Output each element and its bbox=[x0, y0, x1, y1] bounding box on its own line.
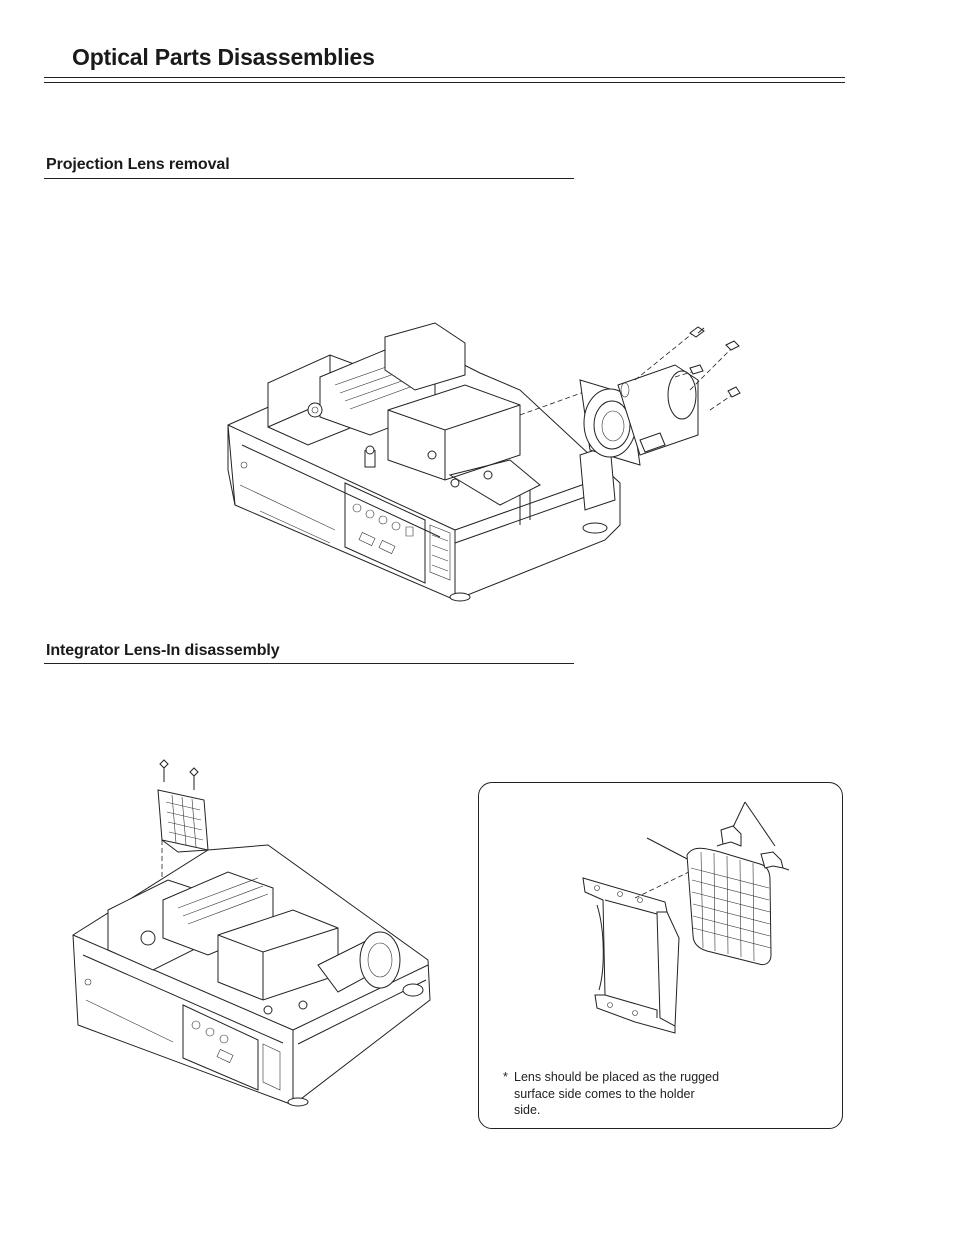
lens-screws-drawing bbox=[635, 327, 740, 410]
note-body-text: Lens should be placed as the rugged surf… bbox=[514, 1070, 720, 1117]
section-heading-integrator-lens: Integrator Lens-In disassembly bbox=[46, 642, 280, 659]
projection-lens-unit-drawing bbox=[520, 365, 698, 465]
projector-chassis-drawing bbox=[228, 323, 620, 601]
integrator-lens-disassembly-illustration bbox=[68, 760, 438, 1110]
integrator-lens-holder-small-drawing bbox=[158, 760, 208, 960]
section-rule-projection-lens bbox=[44, 178, 574, 179]
title-double-rule bbox=[44, 77, 845, 83]
integrator-lens-exploded-illustration bbox=[575, 800, 795, 1040]
projector-chassis-drawing-2 bbox=[73, 845, 430, 1106]
lens-clips-drawing bbox=[717, 826, 789, 870]
lens-orientation-note: * Lens should be placed as the rugged su… bbox=[503, 1069, 723, 1119]
lens-orientation-note-box bbox=[478, 782, 843, 1129]
projection-lens-removal-illustration bbox=[220, 315, 760, 610]
page-title: Optical Parts Disassemblies bbox=[72, 44, 375, 70]
note-asterisk: * bbox=[503, 1070, 508, 1084]
section-rule-integrator-lens bbox=[44, 663, 574, 664]
integrator-lens-grid-drawing bbox=[687, 848, 771, 964]
lens-holder-frame-drawing bbox=[583, 878, 679, 1033]
section-heading-projection-lens: Projection Lens removal bbox=[46, 156, 230, 173]
